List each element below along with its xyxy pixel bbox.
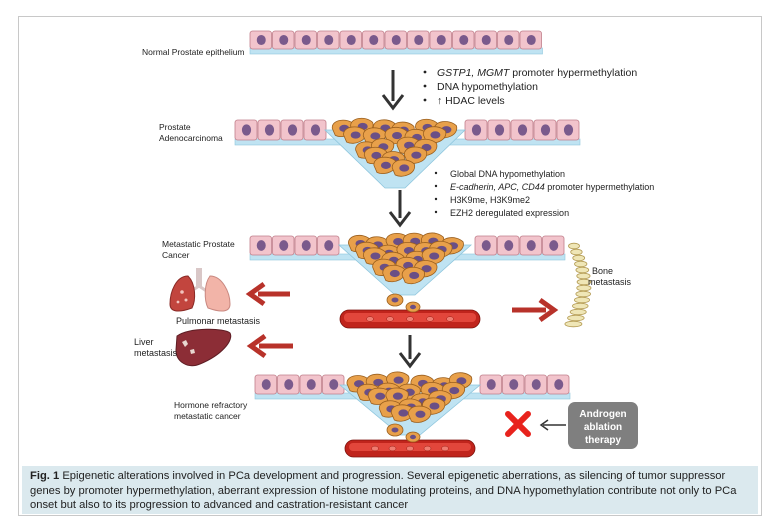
therapy-box: Androgen ablation therapy [568, 402, 638, 449]
liver-label-2: metastasis [134, 348, 178, 358]
stage-adeno-label-1: Prostate [159, 122, 191, 132]
lungs-icon [169, 268, 231, 312]
stage-hormone-label-2: metastatic cancer [174, 411, 241, 421]
pulmonary-arrow [245, 281, 290, 307]
blood-vessel-metastatic [339, 293, 481, 329]
bone-label-2: metastasis [588, 277, 632, 287]
stage-meta-label-1: Metastatic Prostate [162, 239, 235, 249]
figure-frame [18, 16, 762, 516]
pulmonar-label: Pulmonar metastasis [176, 316, 261, 326]
figure-caption: Fig. 1 Epigenetic alterations involved i… [22, 466, 758, 514]
bullet-1-3: ↑ HDAC levels [437, 95, 505, 107]
stage-normal-label: Normal Prostate epithelium [142, 47, 245, 57]
bullet-2-3: H3K9me, H3K9me2 [450, 195, 530, 205]
bullet-2-2: E-cadherin, APC, CD44 promoter hypermeth… [450, 182, 654, 192]
progression-arrow-3 [398, 335, 422, 369]
therapy-label-1: Androgen [579, 409, 626, 420]
caption-text: Epigenetic alterations involved in PCa d… [30, 470, 737, 511]
liver-label-1: Liver [134, 337, 154, 347]
stage-meta-label-2: Cancer [162, 250, 190, 260]
metastatic-epithelium [249, 232, 566, 296]
caption-label: Fig. 1 [30, 470, 60, 482]
bullet-list-1: GSTP1, MGMT promoter hypermethylation DN… [423, 67, 637, 107]
progression-arrow-1 [381, 70, 405, 111]
stage-adeno-label-2: Adenocarcinoma [159, 133, 223, 143]
adenocarcinoma-epithelium [234, 117, 581, 189]
liver-icon [175, 328, 232, 367]
stage-hormone-label-1: Hormone refractory [174, 400, 248, 410]
bone-label-1: Bone [592, 266, 613, 276]
spine-icon [564, 242, 592, 328]
bullet-1-1: GSTP1, MGMT promoter hypermethylation [437, 67, 637, 79]
therapy-label-3: therapy [585, 435, 622, 446]
blood-vessel-refractory [344, 423, 476, 458]
blocked-cross-icon [505, 411, 531, 437]
therapy-label-2: ablation [584, 422, 622, 433]
normal-epithelium [249, 30, 543, 55]
bullet-2-4: EZH2 deregulated expression [450, 208, 569, 218]
bullet-1-2: DNA hypomethylation [437, 81, 538, 93]
progression-arrow-2 [388, 190, 412, 228]
bullet-list-2: Global DNA hypomethylation E-cadherin, A… [434, 169, 654, 218]
bullet-2-1: Global DNA hypomethylation [450, 169, 565, 179]
hormone-refractory-epithelium [254, 371, 571, 436]
liver-arrow [246, 333, 293, 359]
bone-arrow [512, 297, 559, 323]
therapy-arrow [539, 419, 566, 431]
